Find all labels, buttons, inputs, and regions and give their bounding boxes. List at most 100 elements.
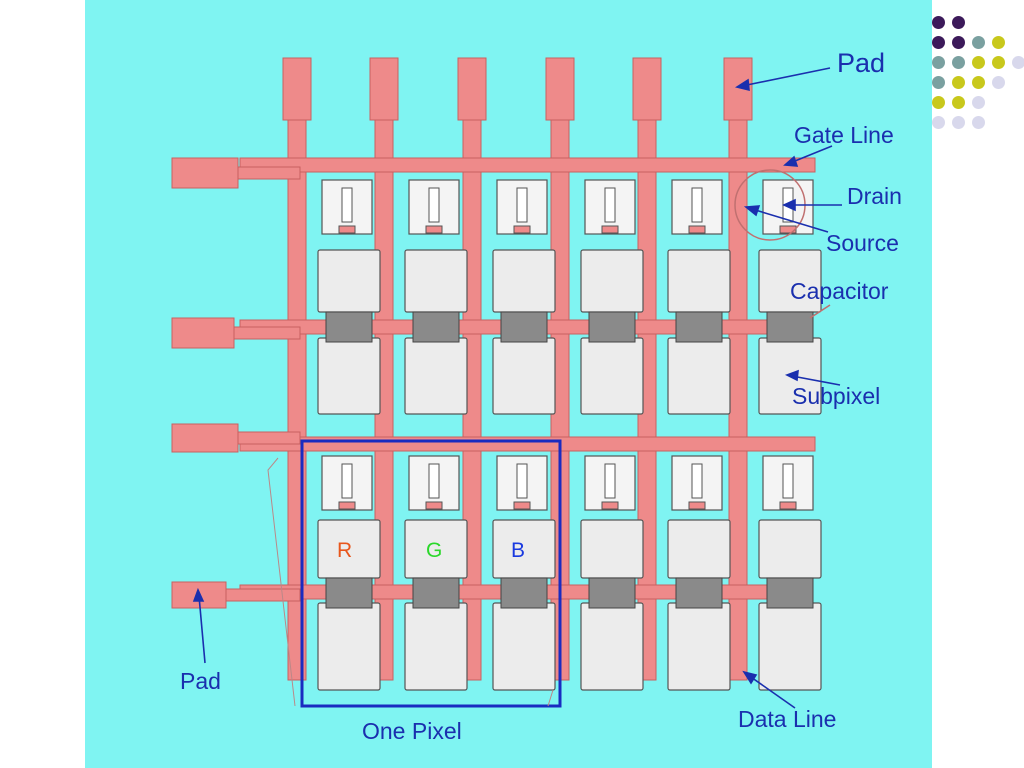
capacitor xyxy=(675,311,723,343)
capacitor xyxy=(412,311,460,343)
subpixel-cell-lower xyxy=(580,337,644,415)
capacitor-blocks xyxy=(325,311,814,609)
tft-contact xyxy=(513,225,531,234)
subpixel-cell-lower xyxy=(758,602,822,691)
top-pad xyxy=(369,57,399,121)
capacitor xyxy=(588,577,636,609)
subpixel-cell-lower xyxy=(492,602,556,691)
subpixel-cell-upper xyxy=(317,249,381,313)
decorative-dot xyxy=(992,36,1005,49)
subpixel-cell-upper xyxy=(580,519,644,579)
decorative-dot xyxy=(952,36,965,49)
top-pad xyxy=(282,57,312,121)
leader-arrows xyxy=(192,67,842,709)
gate-line-arrow xyxy=(789,145,833,164)
decorative-dot xyxy=(932,16,945,29)
subpixel-cell-lower xyxy=(580,602,644,691)
capacitor xyxy=(325,577,373,609)
side-pad xyxy=(171,317,235,349)
tft-channel xyxy=(782,463,794,499)
subpixel-cell-lower xyxy=(667,337,731,415)
subpixel-letter-b: B xyxy=(511,539,526,562)
tft-contact xyxy=(601,225,619,234)
subpixel-cell-upper xyxy=(667,519,731,579)
pad-stub xyxy=(237,166,301,180)
subpixel-letter-r: R xyxy=(337,539,353,562)
tft-contact xyxy=(513,501,531,510)
decorative-dot xyxy=(972,96,985,109)
subpixel-cell-lower xyxy=(667,602,731,691)
pad-bottom-arrow xyxy=(198,595,206,664)
decorative-dot xyxy=(972,56,985,69)
subpixel-label: Subpixel xyxy=(792,383,881,409)
decorative-dot xyxy=(952,56,965,69)
tft-channel xyxy=(428,187,440,223)
pad-top-arrow xyxy=(741,67,831,87)
tft-contact xyxy=(688,501,706,510)
one-pixel-label: One Pixel xyxy=(362,718,462,744)
subpixel-cell-upper xyxy=(580,249,644,313)
tft-contact xyxy=(779,225,797,234)
decorative-dot xyxy=(972,36,985,49)
tft-channel xyxy=(691,463,703,499)
gate-line-label: Gate Line xyxy=(794,122,894,148)
tft-contact xyxy=(338,225,356,234)
capacitor-label: Capacitor xyxy=(790,278,889,304)
decorative-dot xyxy=(992,56,1005,69)
tft-contact xyxy=(779,501,797,510)
drain-label: Drain xyxy=(847,183,902,209)
tft-contact xyxy=(688,225,706,234)
subpixel-cell-upper xyxy=(758,519,822,579)
subpixel-letter-g: G xyxy=(426,539,443,562)
one-pixel-box xyxy=(300,439,562,708)
tft-channel xyxy=(604,463,616,499)
capacitor xyxy=(325,311,373,343)
decorative-dot xyxy=(932,36,945,49)
capacitor xyxy=(766,577,814,609)
tft-contact xyxy=(338,501,356,510)
top-pad xyxy=(457,57,487,121)
tft-channel xyxy=(691,187,703,223)
decorative-dot xyxy=(972,76,985,89)
gate-line xyxy=(239,157,816,173)
side-pad xyxy=(171,157,239,189)
side-pad xyxy=(171,423,239,453)
subpixel-cell-upper xyxy=(667,249,731,313)
source-arrow xyxy=(751,208,829,233)
decorative-dot xyxy=(952,116,965,129)
pad-top-label: Pad xyxy=(837,48,886,78)
pad-stub xyxy=(233,326,301,340)
tft-channel xyxy=(341,463,353,499)
decorative-dot xyxy=(932,116,945,129)
pad-bottom-label: Pad xyxy=(180,668,221,694)
decorative-dot xyxy=(952,16,965,29)
decorative-dot xyxy=(932,56,945,69)
capacitor xyxy=(675,577,723,609)
subpixel-cell-lower xyxy=(492,337,556,415)
decorative-dot xyxy=(952,76,965,89)
subpixel-cell-lower xyxy=(404,602,468,691)
capacitor xyxy=(500,577,548,609)
decorative-dot xyxy=(932,76,945,89)
decorative-dot xyxy=(952,96,965,109)
capacitor xyxy=(412,577,460,609)
pixel-outline-sketch xyxy=(267,457,554,707)
capacitor xyxy=(766,311,814,343)
capacitor xyxy=(588,311,636,343)
tft-channel xyxy=(428,463,440,499)
tft-contact xyxy=(425,225,443,234)
data-line-arrow xyxy=(747,674,796,709)
subpixel-cell-upper xyxy=(404,249,468,313)
tft-contact xyxy=(425,501,443,510)
source-label: Source xyxy=(826,230,899,256)
tft-channel xyxy=(516,187,528,223)
tft-transistors xyxy=(321,179,814,511)
capacitor-arrow xyxy=(809,304,831,319)
data-line-label: Data Line xyxy=(738,706,837,732)
decorative-dot xyxy=(1012,56,1024,69)
decorative-dot xyxy=(932,96,945,109)
subpixel-cell-lower xyxy=(317,337,381,415)
tft-channel xyxy=(516,463,528,499)
subpixel-cells xyxy=(317,249,822,691)
